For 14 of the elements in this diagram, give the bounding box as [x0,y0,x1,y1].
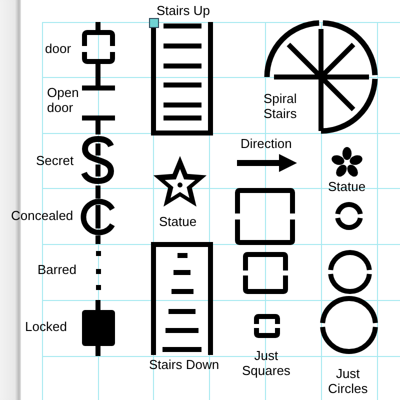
symbol-label: Stairs Down [149,356,220,372]
symbol-label: Stairs Up [156,2,210,18]
symbol-label: Statue [159,214,197,228]
symbol-label: Barred [38,262,77,276]
symbol-label: Just Squares [242,348,290,378]
symbol-label: Just Circles [328,366,368,396]
symbol-label: Open door [47,85,79,115]
symbol-label: Statue [328,178,366,194]
symbol-label: Spiral Stairs [264,91,297,121]
symbol-label: door [45,40,72,56]
symbol-label: Secret [36,152,74,168]
symbol-label: Locked [25,318,67,334]
symbol-label: Concealed [11,208,74,222]
symbol-label: Direction [240,136,292,150]
